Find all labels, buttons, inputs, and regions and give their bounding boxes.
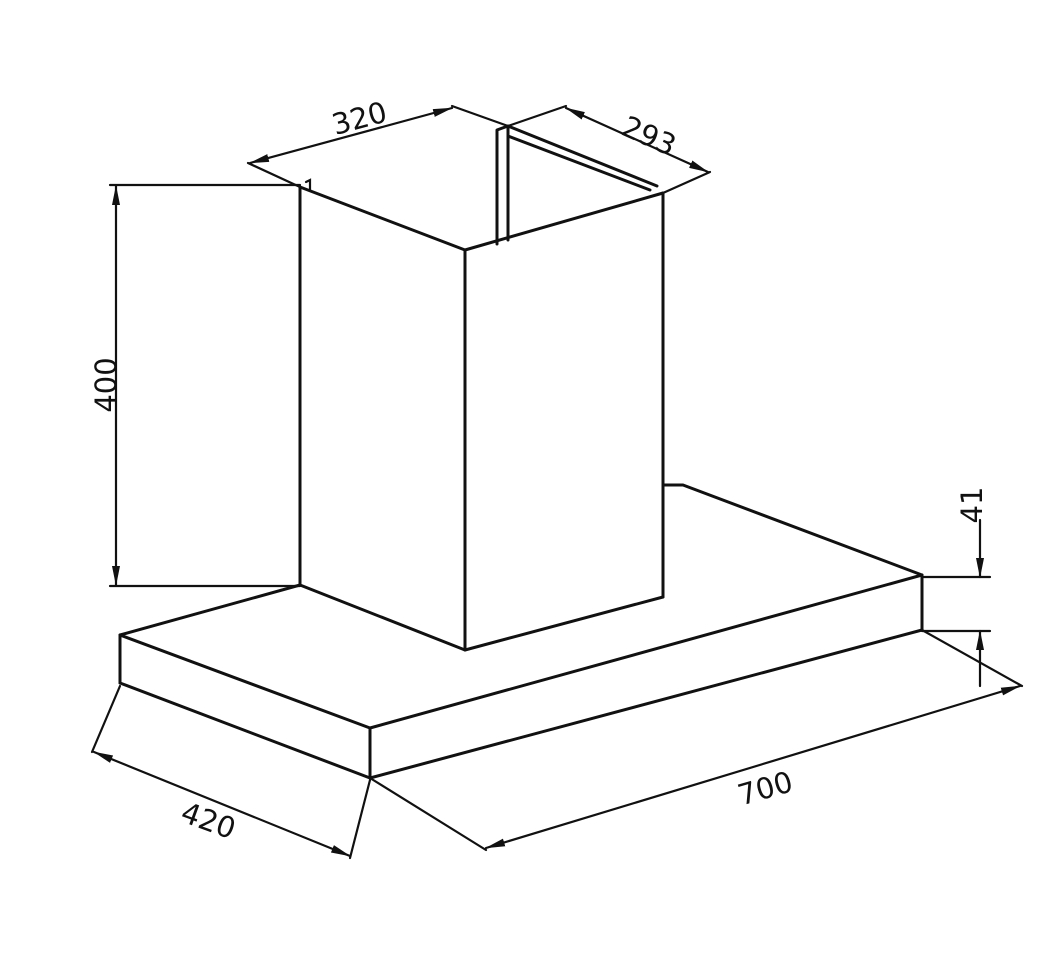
chimney-top-front-right-edge bbox=[463, 191, 665, 252]
body-left-face-bottom bbox=[118, 681, 372, 780]
chimney-top-front-left-edge bbox=[298, 185, 467, 252]
hood-body bbox=[118, 483, 924, 780]
hood-width-label: 700 bbox=[734, 764, 797, 812]
chimney-width-dimension-line bbox=[248, 106, 454, 165]
dimension-chimney-depth: 293 bbox=[506, 104, 712, 195]
dimension-chimney-width: 320 bbox=[246, 95, 510, 189]
chimney-bottom-left-edge bbox=[298, 583, 467, 652]
body-left-face-top bbox=[118, 633, 372, 730]
body-thickness-label: 41 bbox=[955, 487, 989, 524]
hood-depth-dimension-line bbox=[92, 750, 352, 858]
body-top-back-edge bbox=[661, 483, 924, 577]
chimney-inner-back-wall bbox=[495, 124, 510, 246]
hood-width-dimension-line bbox=[484, 684, 1022, 850]
hood-depth-label: 420 bbox=[177, 795, 241, 846]
dimension-hood-width: 700 bbox=[368, 628, 1024, 852]
body-front-face-top bbox=[368, 573, 924, 730]
chimney-left-lip bbox=[304, 178, 312, 192]
chimney bbox=[298, 124, 665, 652]
chimney-width-label: 320 bbox=[328, 95, 390, 142]
chimney-depth-dimension-line bbox=[564, 106, 710, 174]
body-top-left-edge bbox=[118, 583, 302, 637]
dimension-chimney-height: 400 bbox=[89, 183, 302, 588]
chimney-bottom-front-edge bbox=[463, 595, 665, 652]
chimney-height-label: 400 bbox=[89, 357, 123, 412]
dimension-body-thickness: 41 bbox=[920, 487, 992, 688]
